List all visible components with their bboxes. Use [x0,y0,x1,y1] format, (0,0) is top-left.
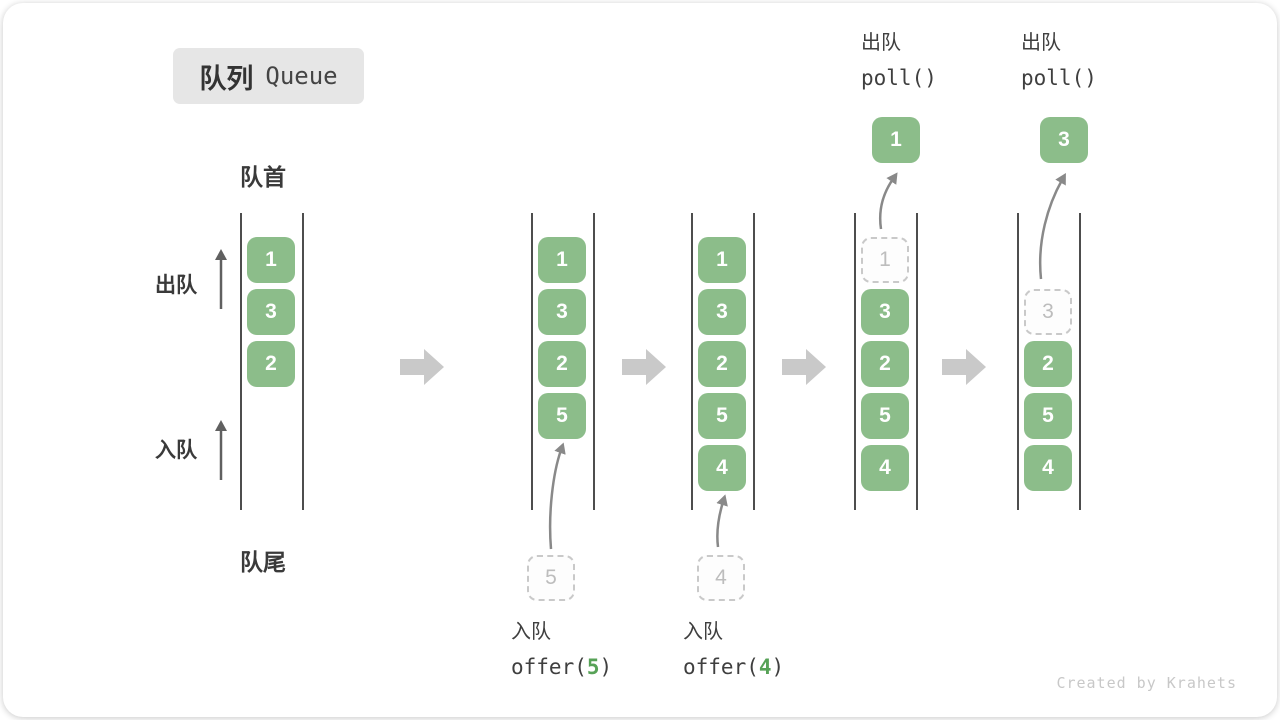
enqueue-annotation: 入队 offer(5) [511,619,612,680]
dequeue-annotation: 出队 poll() [1021,30,1097,91]
block-arrow-icon [782,349,826,385]
queue-cell: 2 [1024,341,1072,387]
queue-rail [854,213,856,510]
incoming-ghost-cell: 4 [697,555,745,601]
queue-rail [691,213,693,510]
block-arrow-icon [942,349,986,385]
queue-cell: 5 [861,393,909,439]
block-arrow-icon [622,349,666,385]
poll-code-label: poll() [861,66,937,90]
dequeue-arrow-icon [1038,173,1066,280]
enqueue-side-label: 入队 [155,439,197,462]
polled-value-cell: 3 [1040,117,1088,163]
queue-rail [531,213,533,510]
dequeue-label: 出队 [1021,32,1061,54]
offer-code-prefix: offer( [683,655,759,679]
enqueue-label: 入队 [683,621,723,643]
queue-cell: 2 [698,341,746,387]
queue-cell: 3 [698,289,746,335]
queue-rail [593,213,595,510]
offer-code-suffix: ) [771,655,785,679]
title-badge: 队列 Queue [173,48,364,104]
queue-cell: 3 [538,289,586,335]
polled-value-cell: 1 [872,117,920,163]
queue-cell: 4 [698,445,746,491]
queue-cell: 5 [538,393,586,439]
queue-cell: 3 [247,289,295,335]
offer-code-label: offer(5) [511,654,612,680]
queue-rail [916,213,918,510]
dequeue-annotation: 出队 poll() [861,30,937,91]
queue-cell: 4 [1024,445,1072,491]
queue-rail [753,213,755,510]
queue-rail [1079,213,1081,510]
queue-rear-label: 队尾 [240,549,286,575]
arrows-layer [215,172,1066,550]
queue-cell: 1 [538,237,586,283]
title-chinese: 队列 [199,63,254,94]
incoming-ghost-cell: 5 [527,555,575,601]
enqueue-arrow-icon [716,494,728,548]
watermark: Created by Krahets [1056,674,1237,692]
queue-cell: 1 [698,237,746,283]
queue-cell: 3 [861,289,909,335]
queue-cell: 5 [1024,393,1072,439]
diagram-card: 队列 Queue 队首 队尾 出队 入队 [3,3,1277,717]
queue-front-label: 队首 [240,164,286,190]
enqueue-label: 入队 [511,621,551,643]
offer-code-arg: 4 [758,655,772,679]
enqueue-annotation: 入队 offer(4) [683,619,784,680]
title-english: Queue [265,62,338,90]
offer-code-arg: 5 [586,655,600,679]
dequeue-arrow-icon [879,172,898,230]
queue-cell: 1 [247,237,295,283]
offer-code-prefix: offer( [511,655,587,679]
queue-rail [1017,213,1019,510]
offer-code-label: offer(4) [683,654,784,680]
removed-ghost-cell: 1 [861,237,909,283]
queue-cell: 2 [538,341,586,387]
removed-ghost-cell: 3 [1024,289,1072,335]
block-arrow-icon [400,349,444,385]
queue-cell: 2 [861,341,909,387]
queue-rail [302,213,304,510]
enqueue-arrow-icon [548,442,566,550]
queue-rail [240,213,242,510]
poll-code-label: poll() [1021,66,1097,90]
dequeue-label: 出队 [861,32,901,54]
queue-cell: 5 [698,393,746,439]
dequeue-side-label: 出队 [155,274,197,297]
offer-code-suffix: ) [599,655,613,679]
queue-cell: 2 [247,341,295,387]
queue-cell: 4 [861,445,909,491]
